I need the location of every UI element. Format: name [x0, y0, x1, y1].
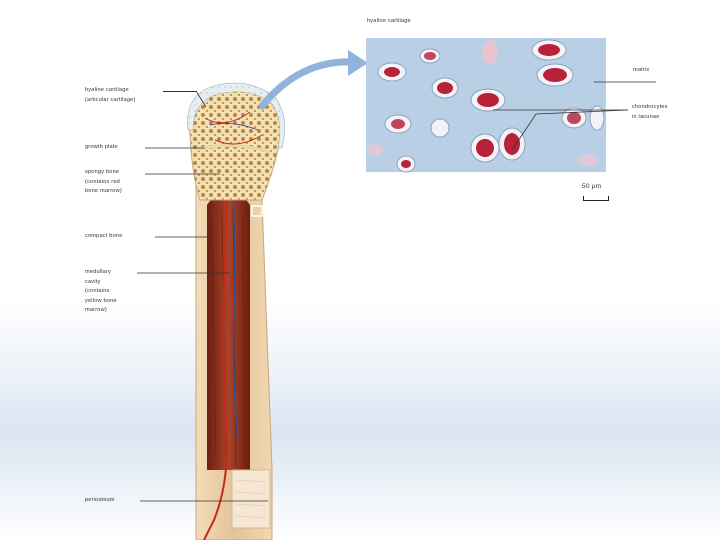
chondrocytes-leader-2: [511, 113, 537, 151]
vein: [231, 167, 239, 441]
label-growth-plate: growth plate: [85, 144, 118, 150]
artery: [203, 169, 229, 540]
label-periosteum: periosteum: [85, 497, 115, 503]
zoom-arrow-head: [348, 50, 368, 76]
label-chondrocytes: chondrocytes in lacunae: [632, 104, 668, 120]
medullary-cavity-region: [207, 191, 250, 470]
label-compact-bone: compact bone: [85, 233, 123, 239]
leader-hyaline-cartilage: [163, 91, 196, 92]
scale-bar: [583, 196, 609, 201]
label-medullary-cavity: medullary cavity (contains yellow bone m…: [85, 269, 117, 313]
label-scale: 50 µm: [582, 183, 602, 190]
micrograph-cells: [367, 39, 605, 173]
micrograph-title: hyaline cartilage: [367, 18, 411, 24]
label-matrix: matrix: [633, 67, 650, 73]
articular-cartilage: [187, 82, 285, 149]
label-hyaline-cartilage: hyaline cartilage (articular cartilage): [85, 87, 136, 103]
label-spongy-bone: spongy bone (contains red bone marrow): [85, 169, 122, 194]
sample-region-box: [251, 205, 263, 217]
zoom-arrow: [258, 58, 356, 110]
periosteum-flap: [231, 469, 271, 529]
